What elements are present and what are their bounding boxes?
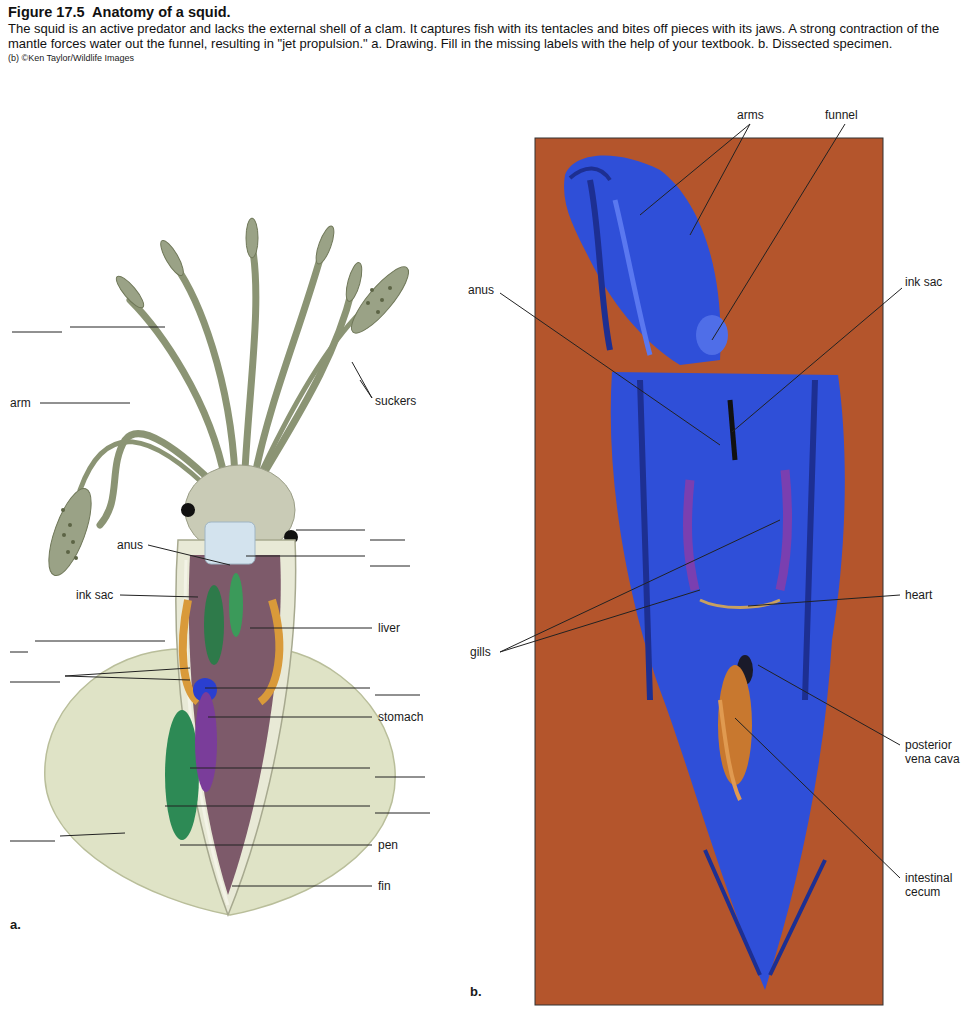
- part-label: ink sac: [905, 275, 942, 289]
- part-label: stomach: [378, 710, 423, 724]
- part-label: b.: [470, 985, 482, 999]
- part-label: pen: [378, 838, 398, 852]
- part-label: ink sac: [76, 588, 113, 602]
- part-label: liver: [378, 621, 400, 635]
- part-label: fin: [378, 879, 391, 893]
- part-label: posterior vena cava: [905, 738, 969, 766]
- photo-credit: (b) ©Ken Taylor/Wildlife Images: [8, 53, 134, 64]
- part-label: anus: [117, 538, 143, 552]
- part-label: heart: [905, 588, 932, 602]
- figure-caption: The squid is an active predator and lack…: [8, 21, 970, 51]
- part-label: a.: [10, 918, 21, 932]
- figure-title: Figure 17.5 Anatomy of a squid.: [8, 4, 231, 20]
- part-label: anus: [468, 283, 494, 297]
- part-label: funnel: [825, 108, 858, 122]
- part-label: arm: [10, 396, 31, 410]
- part-label: arms: [737, 108, 764, 122]
- part-label: intestinal cecum: [905, 871, 969, 899]
- part-label: gills: [470, 645, 491, 659]
- part-label: suckers: [375, 394, 416, 408]
